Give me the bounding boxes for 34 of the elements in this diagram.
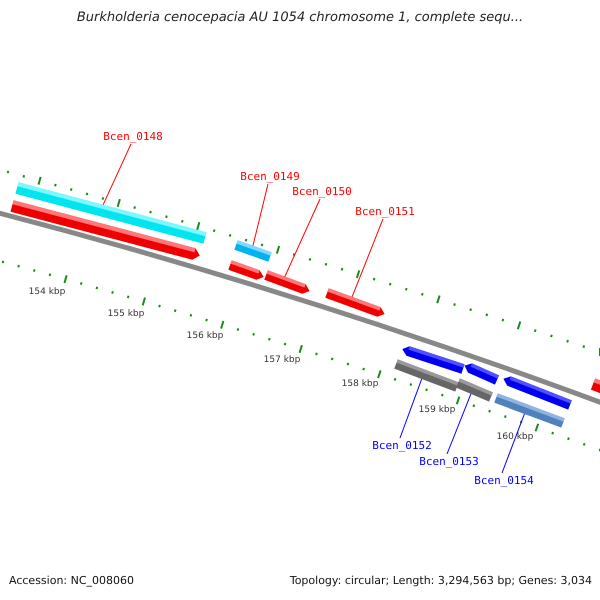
coding-region bbox=[325, 288, 385, 317]
scale-label: 160 kbp bbox=[496, 432, 534, 442]
gene-label: Bcen_0148 bbox=[103, 130, 163, 143]
scale-label: 156 kbp bbox=[186, 331, 224, 341]
gene-label: Bcen_0154 bbox=[474, 474, 534, 487]
footer-text: Topology: circular; Length: 3,294,563 bp; Genes: 3,034 bbox=[290, 574, 592, 587]
leader-line bbox=[446, 393, 472, 454]
coding-region bbox=[264, 270, 310, 294]
gene-bar bbox=[494, 393, 565, 428]
gene-bar bbox=[456, 378, 493, 402]
gene-bar bbox=[234, 240, 272, 262]
gene-label: Bcen_0150 bbox=[292, 185, 352, 198]
scale-label: 159 kbp bbox=[418, 405, 456, 415]
scale-label: 155 kbp bbox=[108, 309, 144, 319]
leader-line bbox=[400, 378, 422, 438]
title: Burkholderia cenocepacia AU 1054 chromosome 1, complete sequ... bbox=[76, 10, 524, 25]
coding-region bbox=[228, 260, 264, 280]
scale-label: 154 kbp bbox=[28, 287, 66, 297]
gene-bar bbox=[590, 378, 600, 395]
leader-line bbox=[284, 198, 320, 278]
gene-label: Bcen_0149 bbox=[240, 170, 300, 183]
scale-label: 158 kbp bbox=[342, 379, 378, 389]
footer-text: Accession: NC_008060 bbox=[9, 574, 134, 587]
gene-bar bbox=[394, 359, 459, 392]
leader-line bbox=[352, 218, 384, 298]
leader-line bbox=[252, 184, 268, 246]
gene-label: Bcen_0151 bbox=[355, 205, 415, 218]
leader-line bbox=[502, 413, 525, 474]
coding-region bbox=[464, 363, 500, 385]
gene-label: Bcen_0153 bbox=[419, 455, 479, 468]
scale-label: 157 kbp bbox=[264, 355, 300, 365]
coding-region bbox=[10, 200, 200, 260]
gene-label: Bcen_0152 bbox=[372, 439, 432, 452]
leader-line bbox=[102, 144, 132, 206]
